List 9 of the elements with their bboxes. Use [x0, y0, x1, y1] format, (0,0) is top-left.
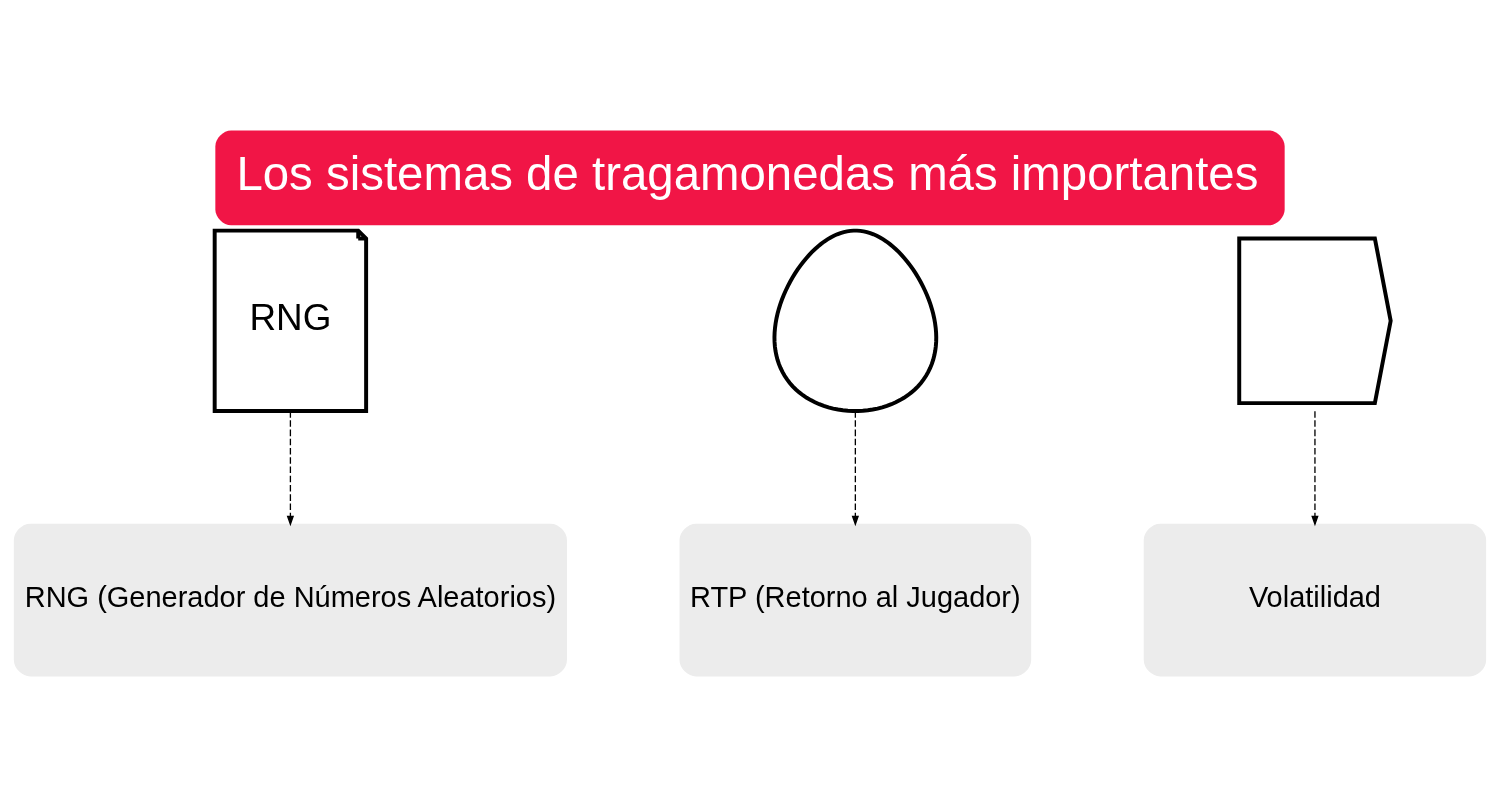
node-box: RTP (Retorno al Jugador) — [679, 523, 1032, 676]
diagram-title: Los sistemas de tragamonedas más importantes — [236, 146, 1259, 200]
node-box: RNG (Generador de Números Aleatorios) — [13, 523, 567, 676]
arrow — [1311, 410, 1319, 526]
arrow — [851, 410, 860, 526]
node-chart — [1237, 236, 1393, 405]
arrow — [286, 410, 295, 526]
node-box: Volatilidad — [1143, 523, 1487, 676]
node-bag — [772, 228, 939, 413]
